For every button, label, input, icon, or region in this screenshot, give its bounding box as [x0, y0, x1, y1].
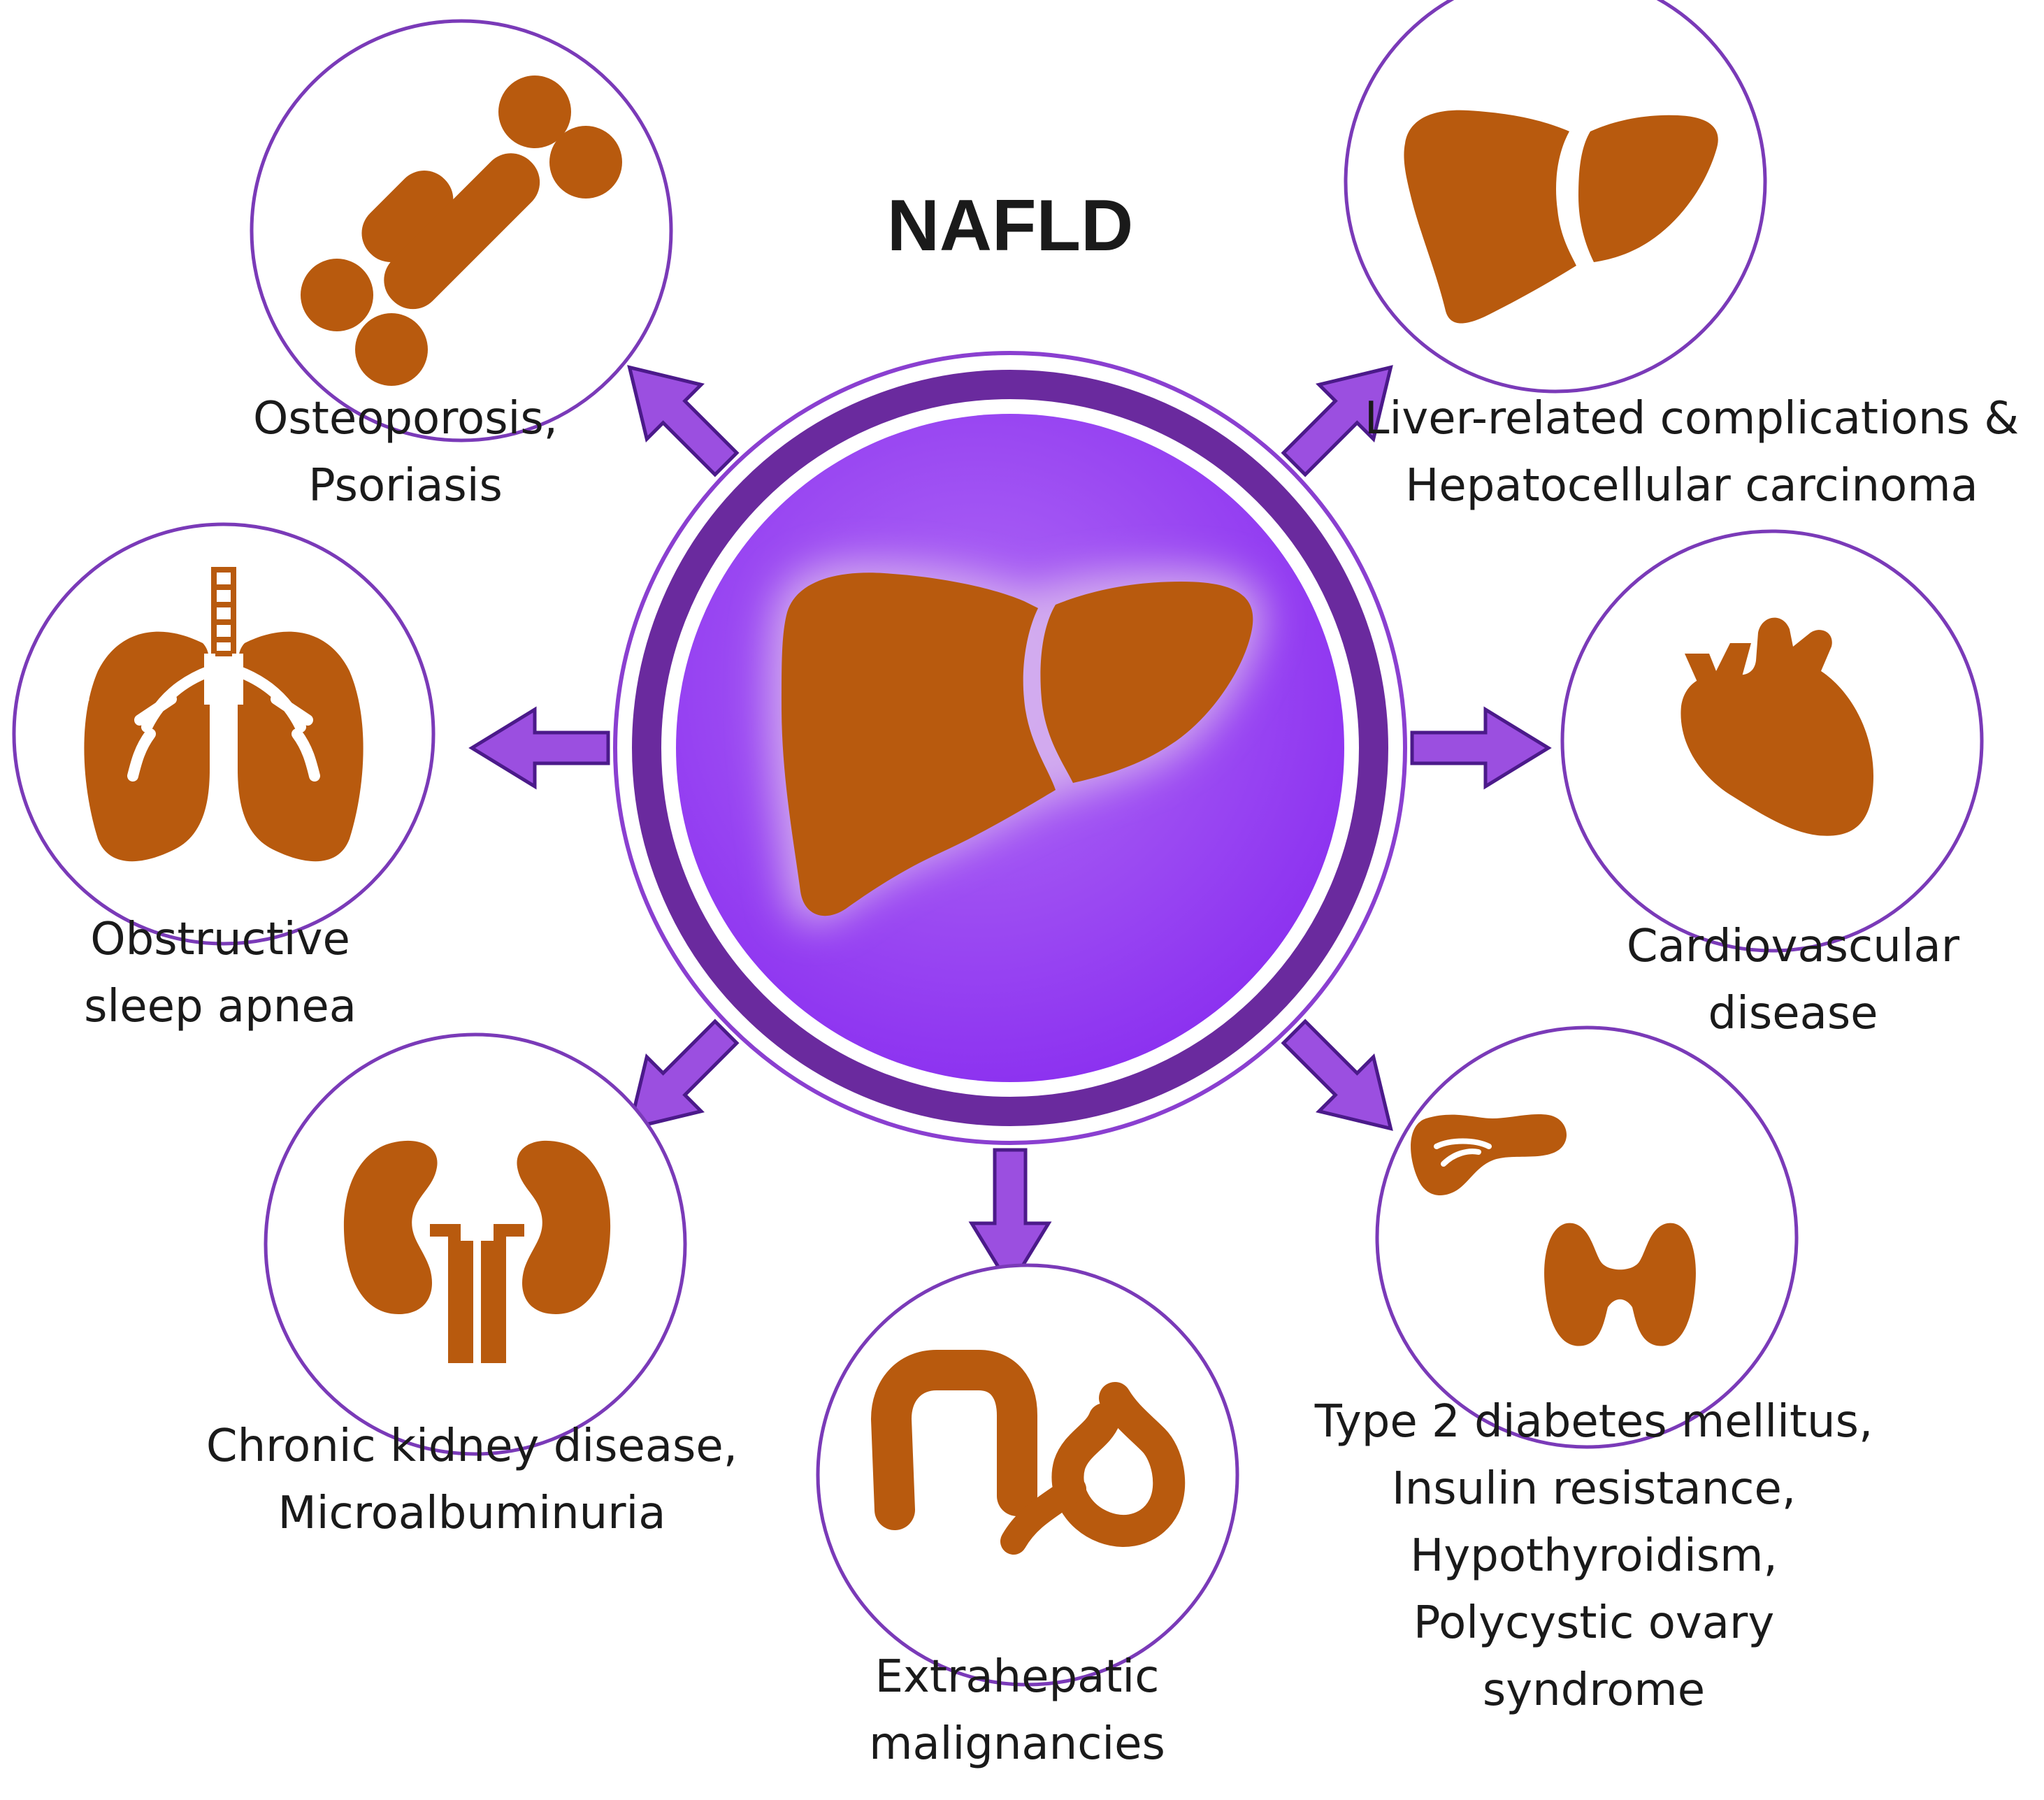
satellite-heart [1560, 529, 1984, 953]
arrows-group [468, 365, 1552, 1290]
labels-group: Osteoporosis, Psoriasis Liver-related comp… [84, 393, 2019, 1770]
pancreas-thyroid-icon [1411, 1114, 1696, 1346]
arrow-endocrine [1281, 1018, 1393, 1131]
label-line: Extrahepatic [875, 1651, 1160, 1703]
arrow-liver [1281, 365, 1393, 477]
label-bone: Osteoporosis, Psoriasis [253, 393, 558, 512]
label-line: malignancies [869, 1718, 1165, 1770]
label-gi: Extrahepatic malignancies [869, 1651, 1165, 1770]
lungs-icon [84, 567, 364, 862]
arrow-bone [627, 365, 740, 477]
kidneys-icon [343, 1140, 611, 1363]
satellite-kidney [264, 1032, 687, 1456]
arrow-lungs [468, 706, 610, 790]
label-line: disease [1708, 988, 1878, 1039]
arrow-gi [968, 1148, 1052, 1290]
central-hub [613, 351, 1407, 1145]
bone-icon [301, 75, 622, 386]
label-endocrine: Type 2 diabetes mellitus, Insulin resista… [1314, 1396, 1873, 1716]
satellite-endocrine [1375, 1025, 1799, 1449]
arrow-heart [1410, 706, 1552, 790]
satellite-gi [816, 1263, 1239, 1687]
satellite-liver [1344, 0, 1767, 394]
label-line: Psoriasis [308, 460, 503, 512]
hub-dark-ring [632, 370, 1388, 1126]
label-line: Hepatocellular carcinoma [1405, 460, 1978, 512]
label-line: Insulin resistance, [1392, 1463, 1796, 1515]
label-line: Liver-related complications & [1365, 393, 2019, 445]
colon-stomach-icon [870, 1350, 1186, 1555]
label-line: Type 2 diabetes mellitus, [1314, 1396, 1873, 1448]
central-liver-icon [782, 573, 1253, 916]
diagram-title: NAFLD [887, 185, 1133, 266]
label-heart: Cardiovascular disease [1627, 921, 1960, 1039]
heart-icon [1680, 617, 1873, 836]
label-line: sleep apnea [84, 981, 357, 1032]
label-line: Osteoporosis, [253, 393, 558, 445]
label-line: syndrome [1483, 1664, 1705, 1716]
arrow-kidney [627, 1018, 740, 1131]
label-line: Microalbuminuria [278, 1488, 666, 1539]
label-line: Hypothyroidism, [1410, 1530, 1778, 1582]
liver-icon [1404, 110, 1718, 324]
label-kidney: Chronic kidney disease, Microalbuminuria [206, 1420, 737, 1539]
label-line: Polycystic ovary [1413, 1597, 1774, 1649]
label-line: Obstructive [90, 914, 350, 965]
label-liver: Liver-related complications & Hepatocellu… [1365, 393, 2019, 512]
satellite-bone [250, 19, 673, 442]
label-line: Cardiovascular [1627, 921, 1960, 972]
label-lungs: Obstructive sleep apnea [84, 914, 357, 1032]
label-line: Chronic kidney disease, [206, 1420, 737, 1472]
satellite-lungs [12, 522, 436, 946]
